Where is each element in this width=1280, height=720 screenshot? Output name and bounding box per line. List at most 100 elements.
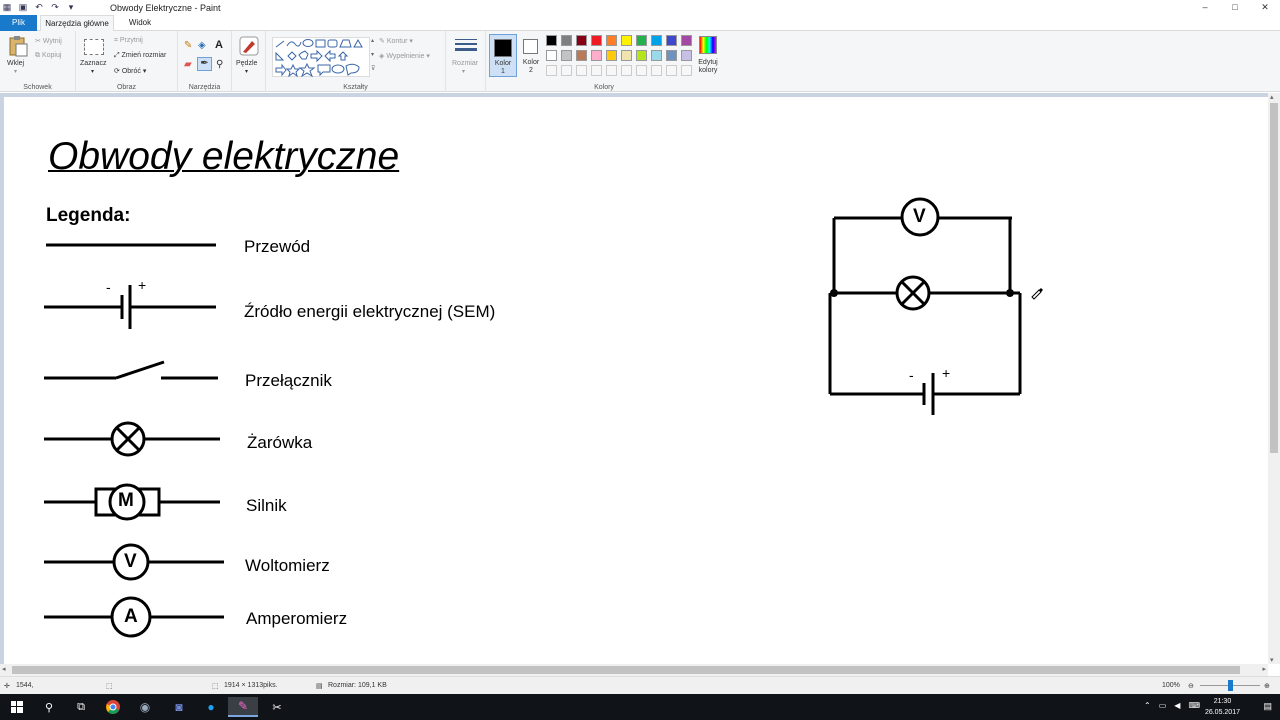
custom-color-slot[interactable]	[591, 65, 602, 76]
chrome-icon[interactable]	[98, 697, 128, 717]
drawing-canvas[interactable]: Obwody elektryczne Legenda: Przewód Źród…	[4, 97, 1268, 664]
scroll-left-icon[interactable]: ◂	[2, 666, 6, 673]
brush-icon[interactable]	[238, 35, 260, 57]
tab-file[interactable]: Plik	[0, 15, 37, 31]
cut-button[interactable]: ✂ Wytnij	[35, 38, 62, 45]
edit-colors-button[interactable]: Edytuj kolory	[696, 35, 722, 79]
color-swatch[interactable]	[546, 50, 557, 61]
minimize-button[interactable]: –	[1202, 2, 1208, 12]
steam-icon[interactable]: ◉	[139, 700, 151, 714]
select-button[interactable]: Zaznacz	[80, 60, 107, 67]
scroll-right-icon[interactable]: ▸	[1262, 666, 1266, 673]
custom-color-slot[interactable]	[561, 65, 572, 76]
color-swatch[interactable]	[681, 50, 692, 61]
select-dropdown-icon[interactable]: ▾	[91, 69, 95, 75]
line-width-icon[interactable]	[455, 37, 477, 55]
size-dropdown-icon[interactable]: ▾	[462, 69, 466, 75]
custom-color-slot[interactable]	[546, 65, 557, 76]
custom-color-slot[interactable]	[666, 65, 677, 76]
fill-bucket-icon[interactable]: ◈	[198, 40, 206, 51]
color-swatch[interactable]	[606, 35, 617, 46]
brushes-button[interactable]: Pędzle	[236, 60, 258, 67]
snipping-tool-icon[interactable]: ✂	[272, 701, 282, 714]
color-swatch[interactable]	[576, 35, 587, 46]
custom-color-slot[interactable]	[651, 65, 662, 76]
color-swatch[interactable]	[636, 50, 647, 61]
group-label: Narzędzia	[188, 84, 221, 91]
volume-icon[interactable]: ◀	[1174, 701, 1181, 710]
magnifier-icon[interactable]: ⚲	[216, 59, 224, 70]
horizontal-scroll-thumb[interactable]	[12, 666, 1240, 674]
text-tool-icon[interactable]: A	[215, 39, 223, 51]
crop-button[interactable]: ⌗ Przytnij	[114, 37, 143, 44]
shapes-scroll-down-icon[interactable]: ▾	[371, 52, 375, 58]
color-swatch[interactable]	[681, 35, 692, 46]
shapes-gallery[interactable]	[272, 37, 370, 78]
outline-button[interactable]: ✎ Kontur ▾	[379, 38, 413, 45]
language-icon[interactable]: ⌨	[1188, 701, 1200, 710]
brushes-dropdown-icon[interactable]: ▾	[245, 69, 249, 75]
maximize-button[interactable]: □	[1232, 2, 1238, 12]
color-swatch[interactable]	[651, 35, 662, 46]
resize-button[interactable]: ⤢ Zmień rozmiar	[114, 52, 167, 59]
network-icon[interactable]: ▭	[1158, 701, 1167, 710]
task-view-icon[interactable]: ⧉	[77, 700, 85, 713]
custom-color-slot[interactable]	[576, 65, 587, 76]
redo-icon[interactable]: ↷	[51, 2, 59, 12]
color-swatch[interactable]	[636, 35, 647, 46]
color-swatch[interactable]	[576, 50, 587, 61]
pencil-icon[interactable]: ✎	[184, 40, 193, 51]
search-icon[interactable]: ⚲	[44, 701, 54, 714]
paint-taskbar-icon[interactable]: ✎	[228, 697, 258, 717]
eraser-icon[interactable]: ▰	[184, 59, 192, 70]
shapes-scroll-up-icon[interactable]: ▴	[371, 38, 375, 44]
discord-icon[interactable]: ◙	[175, 700, 183, 714]
messenger-icon[interactable]: ●	[207, 700, 215, 714]
color-swatch[interactable]	[546, 35, 557, 46]
notifications-icon[interactable]: ▤	[1263, 701, 1272, 711]
color-picker-icon[interactable]: ✒	[197, 57, 212, 71]
paste-dropdown-icon[interactable]: ▾	[14, 69, 18, 75]
scroll-up-icon[interactable]: ▴	[1270, 94, 1274, 101]
shapes-expand-icon[interactable]: ⊽	[371, 66, 376, 72]
zoom-in-icon[interactable]: ⊕	[1264, 683, 1270, 690]
color2-button[interactable]: Kolor 2	[519, 34, 543, 77]
color-swatch[interactable]	[591, 50, 602, 61]
color-swatch[interactable]	[606, 50, 617, 61]
custom-color-slot[interactable]	[681, 65, 692, 76]
color-swatch[interactable]	[621, 50, 632, 61]
horizontal-scrollbar[interactable]: ◂ ▸	[0, 664, 1268, 676]
color-swatch[interactable]	[621, 35, 632, 46]
custom-color-slot[interactable]	[636, 65, 647, 76]
fill-button[interactable]: ◈ Wypełnienie ▾	[379, 53, 430, 60]
color-swatch[interactable]	[651, 50, 662, 61]
rotate-button[interactable]: ⟳ Obróć ▾	[114, 68, 147, 75]
clock[interactable]: 21:30 26.05.2017	[1205, 696, 1240, 718]
tab-home[interactable]: Narzędzia główne	[40, 15, 114, 31]
zoom-out-icon[interactable]: ⊖	[1188, 683, 1194, 690]
undo-icon[interactable]: ↶	[35, 2, 43, 12]
custom-color-slot[interactable]	[621, 65, 632, 76]
scroll-down-icon[interactable]: ▾	[1270, 657, 1274, 664]
color1-button[interactable]: Kolor 1	[489, 34, 517, 77]
color-swatch[interactable]	[561, 50, 572, 61]
close-button[interactable]: ✕	[1261, 2, 1269, 12]
vertical-scrollbar[interactable]: ▴ ▾	[1268, 93, 1280, 664]
color-swatch[interactable]	[591, 35, 602, 46]
vertical-scroll-thumb[interactable]	[1270, 103, 1278, 453]
size-button[interactable]: Rozmiar	[452, 60, 479, 67]
zoom-slider-thumb[interactable]	[1228, 680, 1233, 691]
tray-expand-icon[interactable]: ⌃	[1144, 701, 1151, 710]
tab-view[interactable]: Widok	[128, 18, 152, 27]
color-swatch[interactable]	[666, 35, 677, 46]
copy-button[interactable]: ⧉ Kopiuj	[35, 52, 62, 59]
paste-button[interactable]: Wklej	[7, 60, 25, 67]
start-button[interactable]	[2, 697, 32, 717]
save-icon[interactable]: ▣	[18, 2, 28, 12]
customize-toolbar-icon[interactable]: ▾	[68, 2, 74, 12]
color-swatch[interactable]	[561, 35, 572, 46]
color-swatch[interactable]	[666, 50, 677, 61]
select-icon[interactable]	[84, 39, 104, 55]
paste-icon[interactable]	[8, 35, 28, 57]
custom-color-slot[interactable]	[606, 65, 617, 76]
